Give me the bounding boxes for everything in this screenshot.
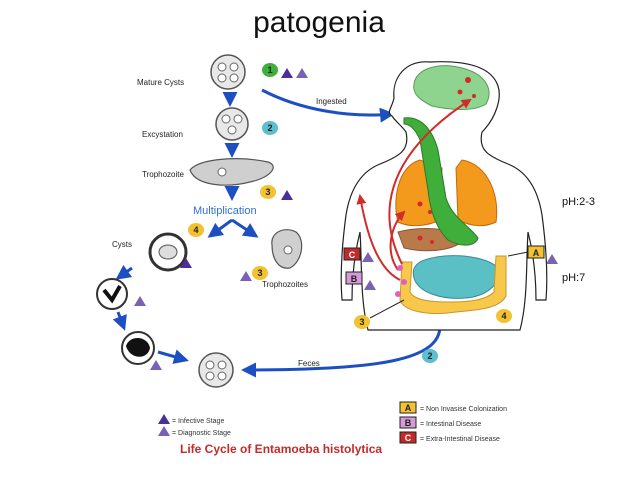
- infective-stage-triangle: [281, 68, 293, 78]
- figure-caption: Life Cycle of Entamoeba histolytica: [180, 442, 382, 456]
- step-3b-number: 3: [257, 268, 262, 278]
- label-feces: Feces: [298, 359, 320, 368]
- legend-box-b: B: [399, 416, 417, 429]
- developing-cyst-image: [96, 278, 128, 310]
- box-c-letter: C: [349, 250, 356, 260]
- legend-diagnostic-triangle: [158, 426, 170, 436]
- step-4b-badge: 4: [496, 309, 512, 323]
- infective-stage-triangle: [362, 252, 374, 262]
- legend-box-c: C: [399, 431, 417, 444]
- mature-cyst-image: [210, 54, 246, 90]
- ingested-arrow: [261, 88, 395, 123]
- step-2b-badge: 2: [422, 349, 438, 363]
- colon: [399, 255, 507, 314]
- label-trophozoites: Trophozoites: [262, 280, 308, 289]
- infective-stage-triangle: [281, 190, 293, 200]
- digestive-tract: [403, 117, 479, 246]
- box-b-letter: B: [351, 274, 358, 284]
- brain-shape: [413, 65, 490, 110]
- legend-diagnostic-text: = Diagnostic Stage: [172, 430, 231, 437]
- immature-cyst-image: [148, 232, 188, 272]
- step-1-badge: 1: [262, 63, 278, 77]
- label-trophozoite: Trophozoite: [142, 170, 185, 179]
- flow-arrow: [115, 264, 133, 280]
- step-4-badge: 4: [188, 223, 204, 237]
- svg-text:B: B: [405, 418, 412, 428]
- step-2b-number: 2: [427, 351, 432, 361]
- step-3-badge: 3: [260, 185, 276, 199]
- red-arrow-brain: [388, 98, 472, 265]
- flow-arrow: [112, 311, 127, 331]
- ph-stomach-label: pH:2-3: [562, 196, 596, 208]
- step-2-number: 2: [267, 123, 272, 133]
- trophozoite-shape: [189, 158, 274, 186]
- mature-quad-cyst-image: [121, 331, 155, 365]
- label-excystation: Excystation: [142, 130, 183, 139]
- step-2-badge: 2: [262, 121, 278, 135]
- infective-stage-triangle: [180, 258, 192, 268]
- ph-intestine-label: pH:7: [562, 272, 586, 284]
- step-3b-badge: 3: [252, 266, 268, 280]
- diagnostic-stage-triangle: [546, 254, 558, 264]
- feces-cyst-image: [198, 352, 234, 388]
- box-c-marker: C: [343, 247, 361, 261]
- step-3c-number: 3: [359, 317, 364, 327]
- step-4b-number: 4: [501, 311, 506, 321]
- feces-arrow: [241, 325, 442, 378]
- flow-arrow: [207, 218, 233, 238]
- legend-a-text: = Non Invasise Colonization: [420, 406, 507, 413]
- box-b-marker: B: [345, 271, 363, 285]
- diagnostic-stage-triangle: [296, 68, 308, 78]
- slide-title: patogenia: [253, 6, 385, 39]
- red-arrow-liver: [356, 194, 401, 281]
- diagnostic-stage-triangle: [240, 271, 252, 281]
- excystation-image: [215, 107, 249, 141]
- small-intestine: [412, 255, 499, 299]
- legend-infective-text: = Infective Stage: [172, 418, 224, 425]
- step-1-number: 1: [267, 65, 272, 75]
- legend-b-text: = Intestinal Disease: [420, 421, 481, 428]
- svg-text:A: A: [405, 403, 412, 413]
- legend-infective-triangle: [158, 414, 170, 424]
- legend-c-text: = Extra-Intestinal Disease: [420, 436, 500, 443]
- legend-box-a: A: [399, 401, 417, 414]
- box-a-marker: A: [527, 245, 545, 259]
- step-4-number: 4: [193, 225, 198, 235]
- label-multiplication: Multiplication: [193, 205, 257, 217]
- box-a-letter: A: [533, 248, 540, 258]
- step-3-number: 3: [265, 187, 270, 197]
- label-ingested: Ingested: [316, 97, 347, 106]
- flow-arrow: [157, 349, 189, 364]
- diagnostic-stage-triangle: [150, 360, 162, 370]
- step-3c-badge: 3: [354, 315, 370, 329]
- label-cysts: Cysts: [112, 240, 132, 249]
- diagnostic-stage-triangle: [134, 296, 146, 306]
- svg-text:C: C: [405, 433, 412, 443]
- diagnostic-stage-triangle: [364, 280, 376, 290]
- label-mature-cysts: Mature Cysts: [137, 78, 184, 87]
- flow-arrow: [231, 218, 259, 238]
